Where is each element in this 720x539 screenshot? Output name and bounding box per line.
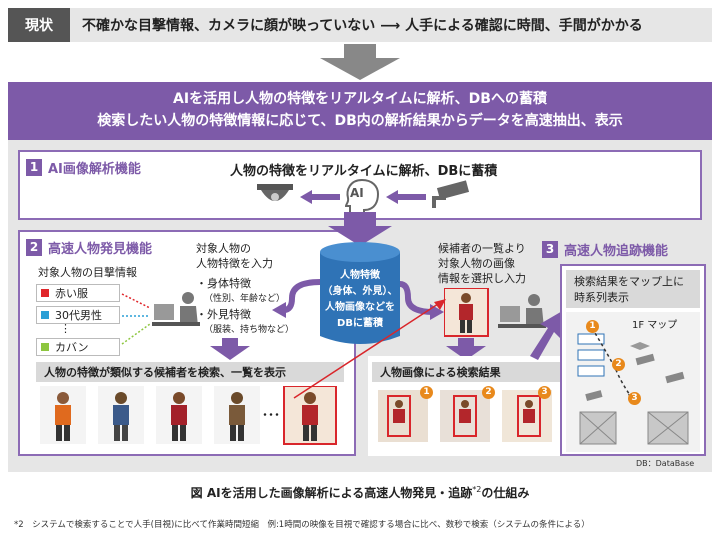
section3-arrow-icon xyxy=(530,310,564,360)
database-cylinder-icon xyxy=(320,212,400,344)
curved-arrow-right-icon xyxy=(399,281,444,320)
caption-superscript: *2 xyxy=(472,485,482,494)
result-badge-3: 3 xyxy=(538,386,551,399)
witness-item-age: 30代男性 xyxy=(36,306,120,324)
witness-item-label: 赤い服 xyxy=(55,287,88,300)
section1-number: 1 xyxy=(26,159,42,176)
candidate-2 xyxy=(98,386,144,444)
database-label-line3: 人物画像などを xyxy=(325,302,395,313)
image-search-results-strip: 人物画像による検索結果 xyxy=(372,362,560,382)
operator-pc-icon xyxy=(152,292,200,326)
section3-number: 3 xyxy=(542,241,558,258)
database-label-line4: DBに蓄積 xyxy=(337,318,383,329)
figure-caption: 図 AIを活用した画像解析による高速人物発見・追跡*2の仕組み xyxy=(0,484,720,501)
candidate-3 xyxy=(156,386,202,444)
database-label-line1: 人物特徴 xyxy=(340,270,380,281)
caption-suffix: の仕組み xyxy=(481,486,530,500)
database-label: 人物特徴 （身体、外見）、 人物画像などを DBに蓄積 xyxy=(316,268,404,332)
candidate-4 xyxy=(214,386,260,444)
arrow-left-2-icon xyxy=(386,190,426,204)
section3-box-line1: 検索結果をマップ上に xyxy=(574,275,684,288)
floor-map-drawing xyxy=(577,327,689,445)
witness-item-bag: カバン xyxy=(36,338,120,356)
section2-title: 2 高速人物発見機能 xyxy=(26,238,152,257)
floor-map-label: 1F マップ xyxy=(632,320,678,331)
body-feature-label: ・身体特徴 xyxy=(196,277,251,290)
witness-item-label: 30代男性 xyxy=(55,309,102,322)
appearance-feature-detail: （服装、持ち物など） xyxy=(204,325,295,335)
arrow-left-1-icon xyxy=(300,190,340,204)
input-label-line1: 対象人物の xyxy=(196,242,251,255)
section3-title: 3 高速人物追跡機能 xyxy=(542,240,668,259)
database-label-line2: （身体、外見）、 xyxy=(322,286,398,297)
db-abbreviation-note: DB：DataBase xyxy=(636,459,695,468)
section2-title-text: 高速人物発見機能 xyxy=(48,242,153,257)
red-selection-arrow-icon xyxy=(293,299,446,399)
middle-label-line3: 情報を選択し入力 xyxy=(438,272,526,285)
result-2 xyxy=(440,390,490,442)
more-candidates-ellipsis: ･･･ xyxy=(262,408,281,422)
witness-item-red-clothes: 赤い服 xyxy=(36,284,120,302)
selected-person-image xyxy=(444,288,489,337)
dotted-arrows-icon xyxy=(121,293,151,345)
section1-title: 1 AI画像解析機能 xyxy=(26,158,141,177)
image-search-results xyxy=(378,390,552,442)
vertical-dots: ⋮ xyxy=(60,322,71,335)
section3-box-line2: 時系列表示 xyxy=(574,291,629,304)
curved-arrow-left-icon xyxy=(272,279,321,318)
candidate-thumbnails xyxy=(40,386,337,445)
section2-number: 2 xyxy=(26,239,42,256)
appearance-feature-label: ・外見特徴 xyxy=(196,308,251,321)
candidate-selected xyxy=(283,386,337,445)
middle-down-arrow-icon xyxy=(446,338,486,360)
section3-title-text: 高速人物追跡機能 xyxy=(564,244,669,259)
status-tag: 現状 xyxy=(8,8,70,42)
red-swatch xyxy=(41,289,49,297)
status-text: 不確かな目撃情報、カメラに顔が映っていない ⟶ 人手による確認に時間、手間がかか… xyxy=(82,18,643,34)
bullet-camera-icon xyxy=(432,180,470,208)
footnote: *2 システムで検索することで人手(目視)に比べて作業時間短縮 例:1時間の映像… xyxy=(14,520,590,530)
middle-label-line1: 候補者の一覧より xyxy=(438,242,526,255)
down-arrow-icon xyxy=(320,44,400,80)
result-badge-2: 2 xyxy=(482,386,495,399)
section3-map-strip: 検索結果をマップ上に 時系列表示 xyxy=(566,270,700,308)
candidate-list-strip: 人物の特徴が類似する候補者を検索、一覧を表示 xyxy=(36,362,344,382)
section2-down-arrow-icon xyxy=(210,338,250,360)
operator-pc-2-icon xyxy=(498,294,546,328)
map-badge-2: 2 xyxy=(612,358,625,371)
banner-line-1: AIを活用し人物の特徴をリアルタイムに解析、DBへの蓄積 xyxy=(173,91,547,107)
map-badge-1: 1 xyxy=(586,320,599,333)
section1-title-text: AI画像解析機能 xyxy=(48,162,141,177)
result-1 xyxy=(378,390,428,442)
blue-swatch xyxy=(41,311,49,319)
candidate-1 xyxy=(40,386,86,444)
caption-text: 図 AIを活用した画像解析による高速人物発見・追跡 xyxy=(190,486,473,500)
section1-description: 人物の特徴をリアルタイムに解析、DBに蓄積 xyxy=(230,164,498,179)
result-badge-1: 1 xyxy=(420,386,433,399)
map-badge-3: 3 xyxy=(628,392,641,405)
witness-item-label: カバン xyxy=(55,341,89,354)
witness-info-title: 対象人物の目撃情報 xyxy=(38,266,137,279)
ai-label: AI xyxy=(350,186,364,200)
green-swatch xyxy=(41,343,49,351)
middle-label-line2: 対象人物の画像 xyxy=(438,257,515,270)
summary-banner: AIを活用し人物の特徴をリアルタイムに解析、DBへの蓄積 検索したい人物の特徴情… xyxy=(8,82,712,140)
input-label-line2: 人物特徴を入力 xyxy=(196,257,273,270)
banner-line-2: 検索したい人物の特徴情報に応じて、DB内の解析結果からデータを高速抽出、表示 xyxy=(97,113,623,129)
status-bar xyxy=(8,8,712,42)
body-feature-detail: （性別、年齢など） xyxy=(204,294,286,304)
dome-camera-icon xyxy=(257,184,293,201)
